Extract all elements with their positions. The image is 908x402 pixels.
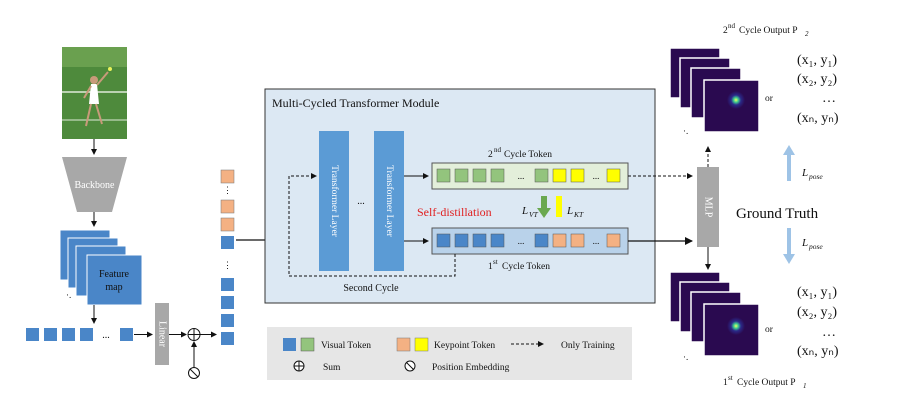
or-label-top: or	[765, 94, 774, 104]
output2-label: Cycle Output P	[739, 26, 798, 36]
coords-bottom-2: (x₂, y₂)	[797, 305, 837, 320]
token2-ellipsis-1: ...	[518, 171, 525, 181]
module-title: Multi-Cycled Transformer Module	[272, 96, 439, 110]
token2-label: Cycle Token	[504, 150, 552, 160]
yellow-distill-bar	[556, 196, 562, 217]
token1-label-sup: st	[493, 258, 498, 266]
heatmap-stack-top	[669, 47, 760, 133]
feature-map-ellipsis: ·.	[66, 290, 71, 300]
loss-pose-top: L	[801, 167, 808, 179]
coords-top-2: (x₂, y₂)	[797, 72, 837, 87]
transformer-layer-1	[319, 131, 349, 271]
heatmap-top-ellipsis: ·.	[683, 126, 688, 136]
self-distillation-label: Self-distillation	[417, 205, 492, 219]
token2-label-num: 2	[488, 150, 493, 160]
token1-ellipsis-1: ...	[518, 236, 525, 246]
feature-map-label-1: Feature	[99, 269, 130, 280]
output1-label: Cycle Output P	[737, 378, 796, 388]
token1-label-num: 1	[488, 262, 493, 272]
pose-arrow-top-head	[783, 145, 795, 155]
position-embedding-node	[188, 367, 200, 379]
loss-pose-top-sub: pose	[808, 172, 823, 181]
output2-label-sup: nd	[728, 22, 736, 30]
second-cycle-loop	[288, 173, 456, 277]
legend-only-training: Only Training	[561, 341, 615, 351]
coords-bottom-4: (xₙ, yₙ)	[797, 344, 839, 359]
linear-block	[155, 303, 169, 365]
legend-visual-token: Visual Token	[321, 341, 371, 351]
sum-node	[187, 328, 201, 341]
output1-label-sup: st	[728, 374, 733, 382]
transformer-ellipsis: ...	[357, 196, 365, 207]
loss-kt-sub: KT	[573, 210, 584, 219]
coords-top-1: (x₁, y₁)	[797, 53, 837, 68]
loss-vt-sub: VT	[529, 210, 539, 219]
heatmap-stack-bottom	[669, 271, 760, 357]
transformer-layer-2	[374, 131, 404, 271]
token1-ellipsis-2: ...	[593, 236, 600, 246]
linear-label: Linear	[157, 321, 168, 348]
feature-map-label-2: map	[105, 282, 122, 293]
column-ellipsis-bottom: ⋮	[223, 260, 232, 270]
ground-truth-label: Ground Truth	[736, 206, 819, 222]
heatmap-bottom-ellipsis: ·.	[683, 352, 688, 362]
legend-keypoint-token: Keypoint Token	[434, 341, 495, 351]
loss-vt-label: L	[521, 205, 528, 217]
loss-pose-bottom: L	[801, 237, 808, 249]
output2-label-num: 2	[723, 26, 728, 36]
legend-box	[267, 327, 632, 380]
second-cycle-label: Second Cycle	[343, 283, 399, 294]
loss-kt-label: L	[566, 205, 573, 217]
backbone-label: Backbone	[75, 180, 116, 191]
output1-label-num: 1	[723, 378, 728, 388]
token-column	[220, 169, 235, 345]
legend-sum: Sum	[323, 363, 341, 373]
pose-arrow-bottom-shaft	[787, 228, 791, 258]
legend-keypoint-yellow-swatch	[414, 337, 429, 352]
transformer-layer-1-label: Transformer Layer	[329, 165, 340, 238]
legend-position-embedding-icon	[404, 360, 416, 372]
flattened-token-row	[26, 328, 133, 341]
mlp-label: MLP	[703, 197, 714, 218]
loss-pose-bottom-sub: pose	[808, 242, 823, 251]
backbone-block	[62, 157, 127, 212]
pose-arrow-top-shaft	[787, 151, 791, 181]
coords-top-4: (xₙ, yₙ)	[797, 111, 839, 126]
green-distill-arrow	[537, 196, 551, 218]
column-ellipsis-top: ⋮	[223, 185, 232, 195]
coords-bottom-3: …	[822, 325, 836, 340]
token2-label-sup: nd	[494, 146, 502, 154]
legend-position-embedding: Position Embedding	[432, 363, 510, 373]
output2-label-sub: 2	[805, 30, 809, 38]
output1-label-sub: 1	[803, 382, 807, 390]
or-label-bottom: or	[765, 325, 774, 335]
token-row-ellipsis: ...	[102, 330, 110, 341]
legend-sum-icon	[293, 360, 305, 372]
transformer-layer-2-label: Transformer Layer	[384, 165, 395, 238]
token2-ellipsis-2: ...	[593, 171, 600, 181]
legend-visual-green-swatch	[300, 337, 315, 352]
mlp-block	[697, 167, 719, 247]
token2-row-cells	[436, 168, 621, 183]
input-image	[62, 47, 127, 139]
token1-label: Cycle Token	[502, 262, 550, 272]
legend-visual-blue-swatch	[283, 338, 296, 351]
legend-keypoint-orange-swatch	[396, 337, 411, 352]
pose-arrow-bottom-head	[783, 254, 795, 264]
token1-row-cells	[436, 233, 621, 248]
feature-map-stack	[59, 229, 143, 306]
coords-bottom-1: (x₁, y₁)	[797, 285, 837, 300]
coords-top-3: …	[822, 91, 836, 106]
